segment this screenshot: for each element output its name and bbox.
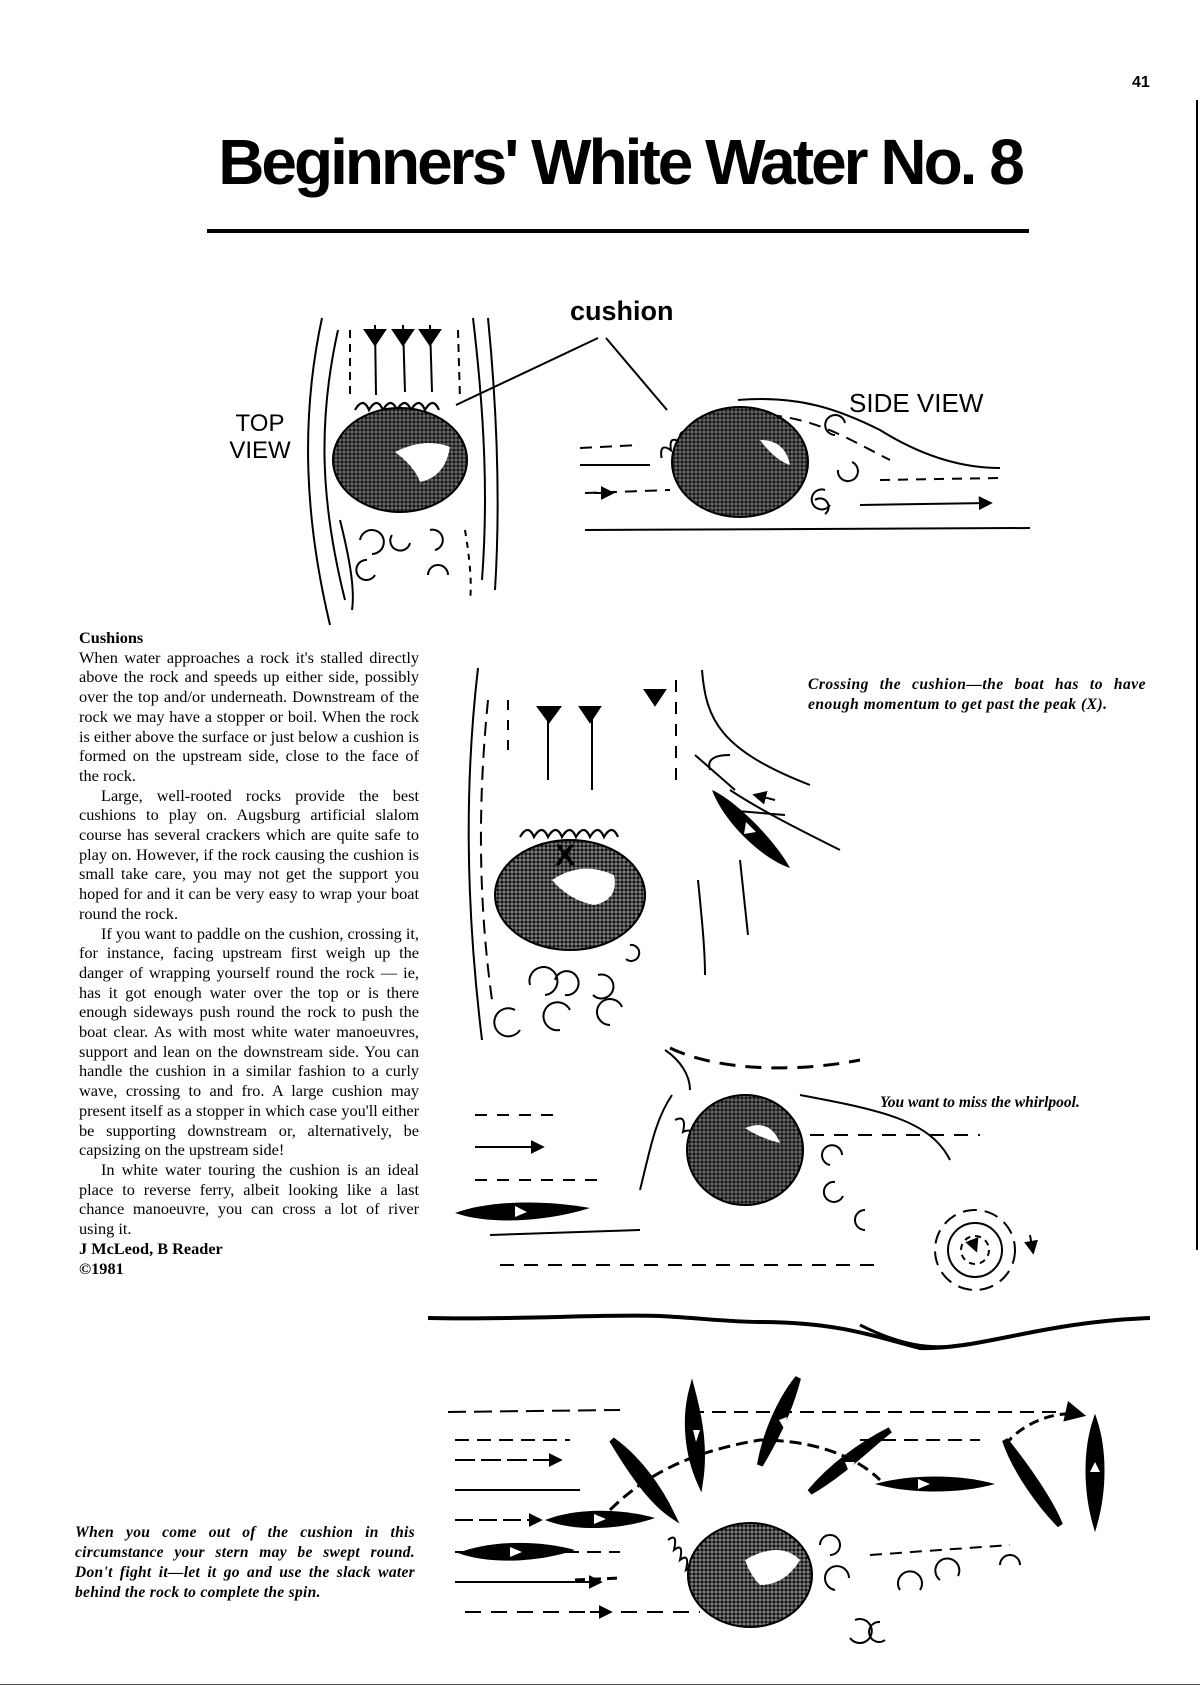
crossing-diagram xyxy=(469,668,840,1040)
side-view-diagram xyxy=(580,399,1030,530)
kayak-icon xyxy=(875,1477,995,1492)
kayak-icon xyxy=(1088,1420,1103,1525)
kayak-icon xyxy=(712,790,790,868)
cushion-pointer xyxy=(456,338,667,410)
kayak-icon xyxy=(612,1440,672,1515)
top-view-diagram xyxy=(308,318,498,625)
kayak-icon xyxy=(545,1511,655,1528)
peak-mark: X xyxy=(555,839,575,872)
kayak-icon xyxy=(760,1378,798,1465)
kayak-icon xyxy=(455,1203,590,1221)
kayak-icon xyxy=(810,1430,890,1492)
kayak-icon xyxy=(458,1543,575,1561)
kayak-icon xyxy=(1005,1440,1060,1525)
kayak-icon xyxy=(688,1390,702,1482)
whirlpool-diagram xyxy=(428,1048,1150,1348)
